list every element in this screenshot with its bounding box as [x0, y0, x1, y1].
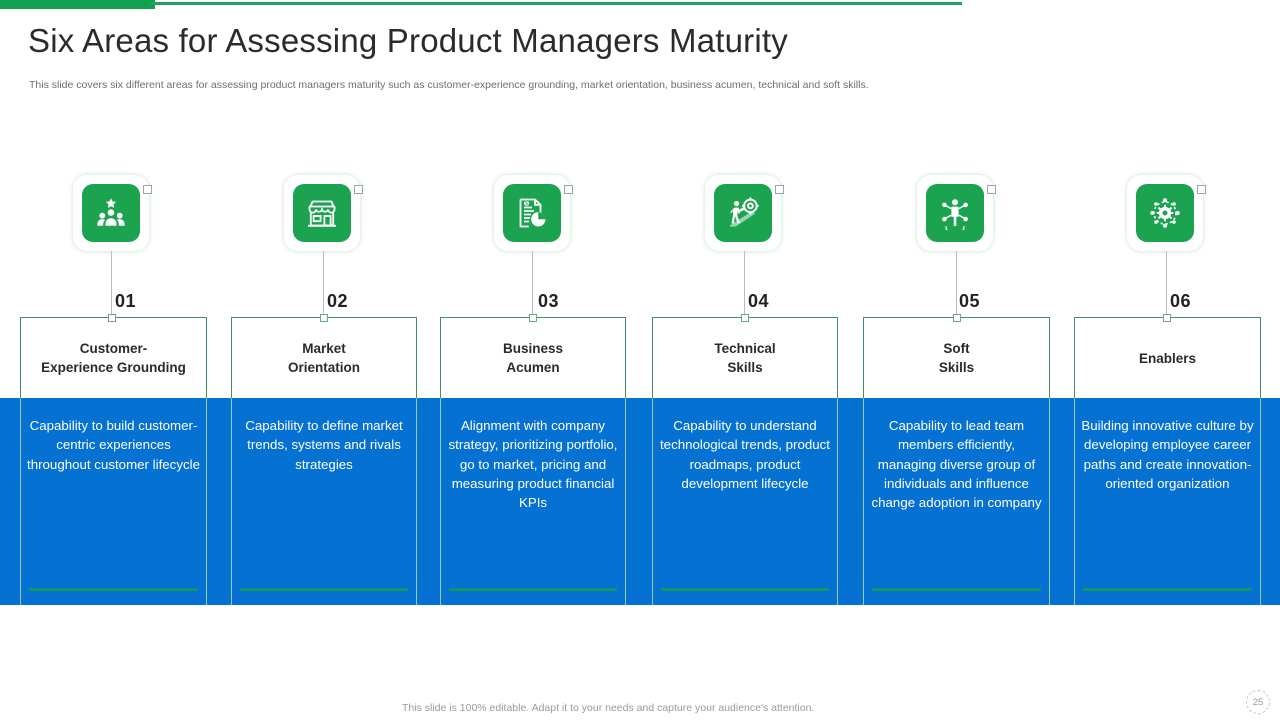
svg-text:$: $: [525, 201, 528, 207]
page-number-badge: 25: [1246, 690, 1270, 714]
page-title: Six Areas for Assessing Product Managers…: [28, 22, 788, 59]
card-title-line-2: Skills: [727, 360, 763, 375]
card-top-marker: [529, 314, 537, 322]
area-card-06[interactable]: Enablers Building innovative culture by …: [1074, 314, 1261, 605]
card-title-line-1: Enablers: [1138, 350, 1197, 366]
card-title-line-1: Market: [302, 341, 346, 356]
gear-network-icon: [1136, 184, 1194, 242]
area-icon-06[interactable]: [1127, 175, 1206, 251]
area-number-04: 04: [748, 291, 770, 311]
connector-line-lower-06: [1166, 287, 1167, 317]
card-body: Building innovative culture by developin…: [1074, 398, 1261, 605]
card-title-line-2: Skills: [938, 360, 975, 375]
card-description: Capability to understand technological t…: [659, 418, 830, 491]
area-card-04[interactable]: Technical Skills Capability to understan…: [652, 314, 838, 605]
icon-corner-badge: [775, 185, 784, 194]
card-title: Technical Skills: [708, 339, 781, 377]
card-description: Capability to lead team members efficien…: [871, 418, 1042, 511]
card-body: Capability to understand technological t…: [652, 398, 838, 605]
icon-corner-badge: [354, 185, 363, 194]
top-accent-bar-thick: [0, 0, 155, 9]
connector-line-lower-01: [111, 287, 112, 317]
icon-corner-badge: [143, 185, 152, 194]
connector-line-upper-04: [744, 251, 745, 287]
card-description: Capability to build customer-centric exp…: [27, 418, 200, 472]
area-icon-02[interactable]: [284, 175, 363, 251]
card-top-marker: [108, 314, 116, 322]
card-top-marker: [741, 314, 749, 322]
connector-line-lower-02: [323, 287, 324, 317]
person-pushing-gear-uphill-icon: [714, 184, 772, 242]
card-top-marker: [320, 314, 328, 322]
card-title-line-1: Technical: [714, 341, 776, 356]
area-number-02: 02: [327, 291, 349, 311]
card-body: Capability to lead team members efficien…: [863, 398, 1050, 605]
card-header: Market Orientation: [231, 314, 417, 398]
connector-line-upper-06: [1166, 251, 1167, 287]
area-number-05: 05: [959, 291, 981, 311]
card-title: Soft Skills: [933, 339, 980, 377]
people-group-star-icon: [82, 184, 140, 242]
storefront-icon: [293, 184, 351, 242]
card-title-line-1: Soft: [943, 341, 970, 356]
card-title-line-1: Business: [502, 341, 564, 356]
card-body: Capability to build customer-centric exp…: [20, 398, 207, 605]
connector-line-upper-01: [111, 251, 112, 287]
card-title-line-2: Experience Grounding: [41, 360, 186, 375]
card-title: Customer- Experience Grounding: [35, 339, 192, 377]
connector-line-upper-02: [323, 251, 324, 287]
card-underline: [1083, 588, 1252, 591]
card-description: Building innovative culture by developin…: [1081, 418, 1254, 491]
card-header: Enablers: [1074, 314, 1261, 398]
card-title-line-2: Orientation: [287, 360, 360, 375]
icon-corner-badge: [1197, 185, 1206, 194]
page-subtitle: This slide covers six different areas fo…: [29, 79, 869, 91]
top-accent-bar-thin: [150, 2, 962, 5]
area-card-05[interactable]: Soft Skills Capability to lead team memb…: [863, 314, 1050, 605]
card-title-line-1: Customer-: [79, 341, 148, 356]
area-number-01: 01: [115, 291, 137, 311]
card-body: Alignment with company strategy, priorit…: [440, 398, 626, 605]
area-card-01[interactable]: Customer- Experience Grounding Capabilit…: [20, 314, 207, 605]
card-top-marker: [953, 314, 961, 322]
card-title-line-2: Acumen: [506, 360, 560, 375]
footer-note: This slide is 100% editable. Adapt it to…: [402, 702, 815, 714]
connector-line-lower-04: [744, 287, 745, 317]
connector-line-lower-05: [956, 287, 957, 317]
area-icon-05[interactable]: [917, 175, 996, 251]
area-card-03[interactable]: Business Acumen Alignment with company s…: [440, 314, 626, 605]
card-underline: [29, 588, 198, 591]
area-icon-04[interactable]: [705, 175, 784, 251]
card-description: Alignment with company strategy, priorit…: [448, 418, 618, 511]
icon-corner-badge: [564, 185, 573, 194]
card-title: Business Acumen: [497, 339, 569, 377]
area-card-02[interactable]: Market Orientation Capability to define …: [231, 314, 417, 605]
icon-corner-badge: [987, 185, 996, 194]
card-title: Enablers: [1133, 349, 1202, 368]
area-icon-01[interactable]: [73, 175, 152, 251]
person-network-icon: [926, 184, 984, 242]
connector-line-upper-05: [956, 251, 957, 287]
connector-line-upper-03: [532, 251, 533, 287]
area-number-03: 03: [538, 291, 560, 311]
card-header: Technical Skills: [652, 314, 838, 398]
blue-background-band: [0, 398, 1280, 605]
card-header: Business Acumen: [440, 314, 626, 398]
area-icon-03[interactable]: $: [494, 175, 573, 251]
connector-line-lower-03: [532, 287, 533, 317]
card-description: Capability to define market trends, syst…: [245, 418, 403, 472]
card-underline: [872, 588, 1041, 591]
financial-report-piechart-icon: $: [503, 184, 561, 242]
card-underline: [240, 588, 408, 591]
card-underline: [449, 588, 617, 591]
card-title: Market Orientation: [282, 339, 366, 377]
area-number-06: 06: [1170, 291, 1192, 311]
card-header: Soft Skills: [863, 314, 1050, 398]
card-header: Customer- Experience Grounding: [20, 314, 207, 398]
card-underline: [661, 588, 829, 591]
card-body: Capability to define market trends, syst…: [231, 398, 417, 605]
card-top-marker: [1163, 314, 1171, 322]
